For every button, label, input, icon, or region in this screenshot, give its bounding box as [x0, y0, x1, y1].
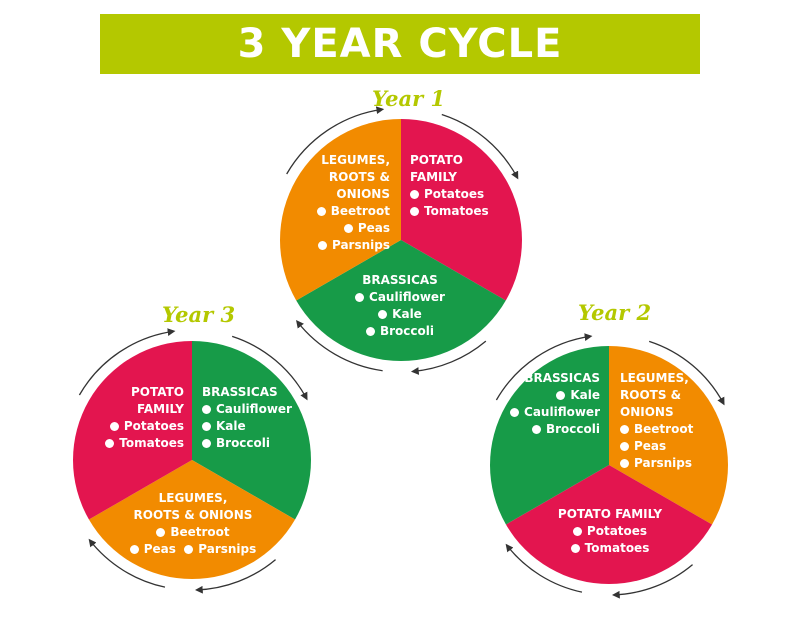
year-1-legume-segment: LEGUMES, ROOTS & ONIONS Beetroot Peas Pa… — [296, 152, 390, 254]
segment-heading: LEGUMES, — [321, 153, 390, 167]
item-label: Kale — [392, 307, 422, 321]
item-label: Tomatoes — [584, 541, 650, 555]
bullet-dot-icon — [105, 439, 115, 448]
segment-heading: BRASSICAS — [362, 273, 438, 287]
title-banner: 3 YEAR CYCLE — [100, 14, 700, 74]
bullet-dot-icon — [620, 459, 629, 468]
bullet-dot-icon — [572, 527, 582, 536]
segment-heading: BRASSICAS — [524, 371, 600, 385]
year-3-brassica-sector — [192, 341, 311, 520]
item-label: Beetroot — [170, 525, 230, 539]
item-label: Parsnips — [331, 238, 390, 252]
item-label: Peas — [357, 221, 390, 235]
segment-heading: ONIONS — [620, 405, 674, 419]
year-3-legume-segment: LEGUMES, ROOTS & ONIONS Beetroot Peas Pa… — [118, 490, 268, 558]
segment-heading: BRASSICAS — [202, 385, 278, 399]
item-label: Kale — [570, 388, 600, 402]
item-label: Peas — [143, 542, 176, 556]
bullet-dot-icon — [620, 442, 629, 451]
curved-arrow-icon — [495, 333, 593, 401]
year-3-label: Year 3 — [162, 302, 236, 327]
bullet-dot-icon — [109, 422, 119, 431]
bullet-dot-icon — [316, 207, 326, 216]
year-2-legume-sector — [609, 346, 728, 525]
year-1-legume-sector — [279, 119, 401, 301]
year-2-legume-segment: LEGUMES, ROOTS & ONIONS Beetroot Peas Pa… — [620, 370, 720, 472]
bullet-dot-icon — [556, 391, 566, 400]
curved-arrow-icon — [410, 340, 487, 375]
bullet-dot-icon — [343, 224, 353, 233]
bullet-dot-icon — [510, 408, 520, 417]
curved-arrow-icon — [286, 106, 385, 175]
curved-arrow-icon — [441, 113, 519, 180]
item-label: Potatoes — [424, 187, 485, 201]
item-label: Beetroot — [634, 422, 694, 436]
segment-heading: ROOTS & — [620, 388, 682, 402]
bullet-dot-icon — [202, 422, 211, 431]
year-2-label: Year 2 — [578, 300, 652, 325]
year-1-brassica-segment: BRASSICAS Cauliflower Kale Broccoli — [340, 272, 460, 340]
bullet-dot-icon — [355, 293, 365, 302]
year-3-potato-segment: POTATO FAMILY Potatoes Tomatoes — [90, 384, 184, 452]
item-label: Kale — [216, 419, 246, 433]
item-label: Broccoli — [216, 436, 271, 450]
segment-heading: ROOTS & ONIONS — [133, 508, 253, 522]
curved-arrow-icon — [611, 564, 693, 599]
year-3-legume-sector — [88, 460, 296, 579]
item-label: Potatoes — [123, 419, 184, 433]
year-1-potato-sector — [401, 119, 522, 301]
bullet-dot-icon — [570, 544, 580, 553]
item-label: Beetroot — [330, 204, 390, 218]
item-label: Broccoli — [545, 422, 600, 436]
item-label: Cauliflower — [369, 290, 445, 304]
bullet-dot-icon — [156, 528, 166, 537]
segment-heading: ROOTS & — [328, 170, 390, 184]
year-1-label: Year 1 — [372, 86, 446, 111]
curved-arrow-icon — [88, 538, 166, 588]
item-label: Broccoli — [379, 324, 434, 338]
item-label: Cauliflower — [524, 405, 600, 419]
curved-arrow-icon — [194, 559, 276, 594]
bullet-dot-icon — [410, 190, 419, 199]
curved-arrow-icon — [231, 335, 308, 401]
curved-arrow-icon — [505, 543, 583, 593]
item-label: Cauliflower — [216, 402, 292, 416]
year-2-potato-sector — [505, 465, 713, 584]
bullet-dot-icon — [620, 425, 629, 434]
segment-heading: LEGUMES, — [158, 491, 228, 505]
curved-arrow-icon — [78, 328, 176, 396]
bullet-dot-icon — [184, 545, 194, 554]
bullet-dot-icon — [410, 207, 419, 216]
bullet-dot-icon — [365, 327, 375, 336]
bullet-dot-icon — [202, 439, 211, 448]
year-2-potato-segment: POTATO FAMILY Potatoes Tomatoes — [540, 506, 680, 557]
year-1-potato-segment: POTATO FAMILY Potatoes Tomatoes — [410, 152, 510, 220]
bullet-dot-icon — [378, 310, 388, 319]
item-label: Peas — [634, 439, 667, 453]
bullet-dot-icon — [129, 545, 139, 554]
segment-heading: FAMILY — [410, 170, 457, 184]
curved-arrow-icon — [296, 320, 383, 372]
year-3-potato-sector — [73, 341, 192, 520]
item-label: Potatoes — [586, 524, 648, 538]
segment-heading: POTATO FAMILY — [557, 507, 663, 521]
segment-heading: ONIONS — [336, 187, 390, 201]
item-label: Parsnips — [198, 542, 257, 556]
bullet-dot-icon — [531, 425, 541, 434]
page-title: 3 YEAR CYCLE — [237, 21, 563, 67]
segment-heading: POTATO — [131, 385, 184, 399]
segment-heading: FAMILY — [137, 402, 184, 416]
item-label: Parsnips — [634, 456, 693, 470]
bullet-dot-icon — [202, 405, 211, 414]
year-2-brassica-segment: BRASSICAS Kale Cauliflower Broccoli — [502, 370, 600, 438]
curved-arrow-icon — [648, 340, 725, 406]
segment-heading: LEGUMES, — [620, 371, 689, 385]
year-3-brassica-segment: BRASSICAS Cauliflower Kale Broccoli — [202, 384, 302, 452]
year-2-brassica-sector — [489, 346, 609, 525]
item-label: Tomatoes — [119, 436, 184, 450]
segment-heading: POTATO — [410, 153, 463, 167]
bullet-dot-icon — [317, 241, 327, 250]
item-label: Tomatoes — [424, 204, 489, 218]
